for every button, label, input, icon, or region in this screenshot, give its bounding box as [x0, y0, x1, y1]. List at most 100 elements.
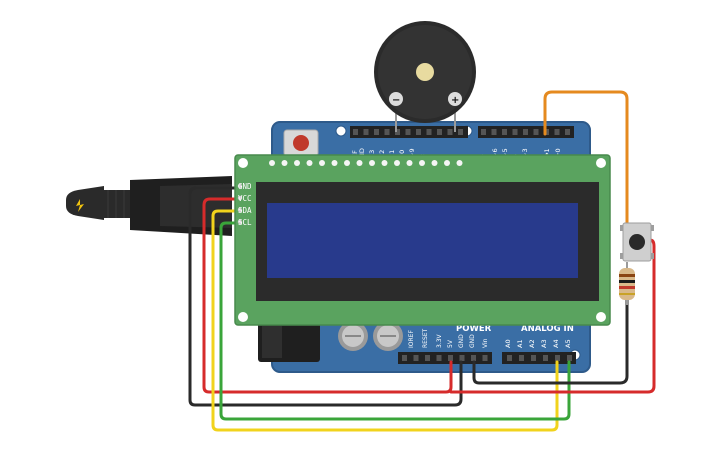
lcd-pin-sda[interactable]: [237, 207, 243, 213]
digital-pin-label-3: ~3: [521, 148, 529, 158]
power-pin-label-3-3v-2: 3.3V: [436, 333, 443, 348]
resistor-icon: [619, 268, 635, 300]
wire-pin2-orange[interactable]: [543, 90, 629, 230]
header-socket: [512, 129, 518, 135]
analog-pin-labels: A0 A1 A2 A3 A4 A5: [504, 339, 572, 348]
header-socket: [425, 355, 430, 361]
lcd-header-pad: [319, 160, 325, 166]
header-socket: [491, 129, 497, 135]
lcd-header-pad: [294, 160, 300, 166]
analog-pin-label-a0: A0: [504, 339, 512, 348]
lcd-header-pad: [369, 160, 375, 166]
lcd-header-pad: [381, 160, 388, 166]
lcd-pin-label-gnd: GND: [238, 182, 252, 191]
reset-button[interactable]: [283, 129, 319, 157]
header-socket: [519, 355, 524, 361]
header-socket: [395, 129, 400, 135]
lcd-header-pad: [394, 160, 400, 166]
lcd-header-pad: [281, 160, 288, 166]
analog-header-label: ANALOG IN: [521, 324, 574, 334]
header-socket: [416, 129, 421, 135]
header-socket: [543, 355, 548, 361]
header-socket: [437, 129, 442, 135]
header-socket: [502, 129, 507, 135]
lcd-pin-label-scl: SCL: [238, 218, 252, 227]
wire-gnd-black[interactable]: [188, 186, 463, 407]
capacitor-1: [338, 321, 368, 351]
buzzer-minus-label: −: [392, 95, 400, 106]
wires: [188, 90, 656, 432]
lcd-header-pad: [444, 160, 450, 166]
power-pin-label-5v-3: 5V: [447, 339, 454, 348]
lcd-header-pad: [456, 160, 463, 166]
analog-pin-label-a3: A3: [540, 339, 548, 348]
power-header: [398, 352, 492, 364]
header-socket: [447, 129, 453, 135]
header-socket: [555, 355, 560, 361]
digital-pin-label-ef: EF: [351, 150, 359, 158]
wire-scl-green[interactable]: [219, 221, 571, 421]
header-socket: [533, 129, 539, 135]
pushbutton[interactable]: [620, 222, 654, 262]
header-socket: [426, 129, 432, 135]
power-pin-label-ioref-0: IOREF: [408, 330, 415, 348]
digital-pin-label-11: 11: [388, 150, 396, 158]
lcd-pin-label-vcc: VCC: [238, 194, 252, 203]
wire-sda-yellow[interactable]: [211, 209, 559, 432]
header-socket: [436, 355, 442, 361]
wire-button-red[interactable]: [449, 238, 656, 394]
header-socket: [481, 129, 486, 135]
lcd-header-pad: [431, 160, 438, 166]
power-pin-label-vin-6: Vin: [482, 338, 489, 348]
power-pin-labels: IOREF RESET 3.3V 5V GND GND Vin: [408, 328, 489, 348]
header-socket: [363, 129, 369, 135]
digital-pin-label-13: 13: [368, 150, 376, 158]
analog-pin-label-a4: A4: [552, 339, 560, 348]
digital-pin-label-nd: ND: [358, 148, 366, 158]
digital-pin-label-5: ~5: [501, 148, 509, 158]
digital-pin-label-1: →1: [543, 148, 551, 158]
header-socket: [565, 129, 570, 135]
header-socket: [507, 355, 512, 361]
lcd-header-pad: [406, 160, 413, 166]
header-socket: [384, 129, 390, 135]
header-socket: [459, 355, 465, 361]
lcd-header-pad: [344, 160, 350, 166]
lcd-header-pad: [269, 160, 275, 166]
pushbutton-icon: [629, 234, 645, 250]
temperature-sensor-icon: [76, 199, 84, 212]
digital-pin-label-10: 10: [398, 150, 406, 158]
digital-header: [350, 126, 574, 138]
lcd-header-pad: [419, 160, 425, 166]
power-pin-label-reset-1: RESET: [422, 328, 429, 348]
temperature-sensor[interactable]: [66, 176, 232, 236]
power-header-label: POWER: [456, 324, 492, 334]
header-socket: [458, 129, 463, 135]
resistor[interactable]: [619, 262, 635, 305]
wire-button-gnd[interactable]: [472, 298, 629, 385]
header-socket: [405, 129, 411, 135]
power-pin-label-gnd-4: GND: [458, 334, 465, 348]
lcd-pin-gnd[interactable]: [237, 183, 243, 189]
analog-header: [502, 352, 576, 364]
buzzer-plus-label: +: [451, 95, 459, 106]
digital-pin-label-0: ←0: [554, 148, 562, 158]
header-socket: [471, 355, 476, 361]
digital-pin-label-6: ~6: [491, 148, 499, 158]
power-pin-label-gnd-5: GND: [469, 334, 476, 348]
analog-pin-label-a5: A5: [564, 339, 572, 348]
wire-vcc-red[interactable]: [202, 197, 453, 394]
header-socket: [413, 355, 419, 361]
analog-pin-label-a1: A1: [516, 339, 524, 348]
lcd-header-pad: [356, 160, 363, 166]
lcd-pin-vcc[interactable]: [237, 195, 243, 201]
analog-pin-label-a2: A2: [528, 339, 536, 348]
lcd-pin-scl[interactable]: [237, 219, 243, 225]
header-socket: [567, 355, 572, 361]
header-socket: [531, 355, 536, 361]
lcd-header-pad: [331, 160, 338, 166]
digital-pin-label-12: 12: [378, 150, 386, 158]
buzzer[interactable]: − +: [374, 21, 476, 132]
